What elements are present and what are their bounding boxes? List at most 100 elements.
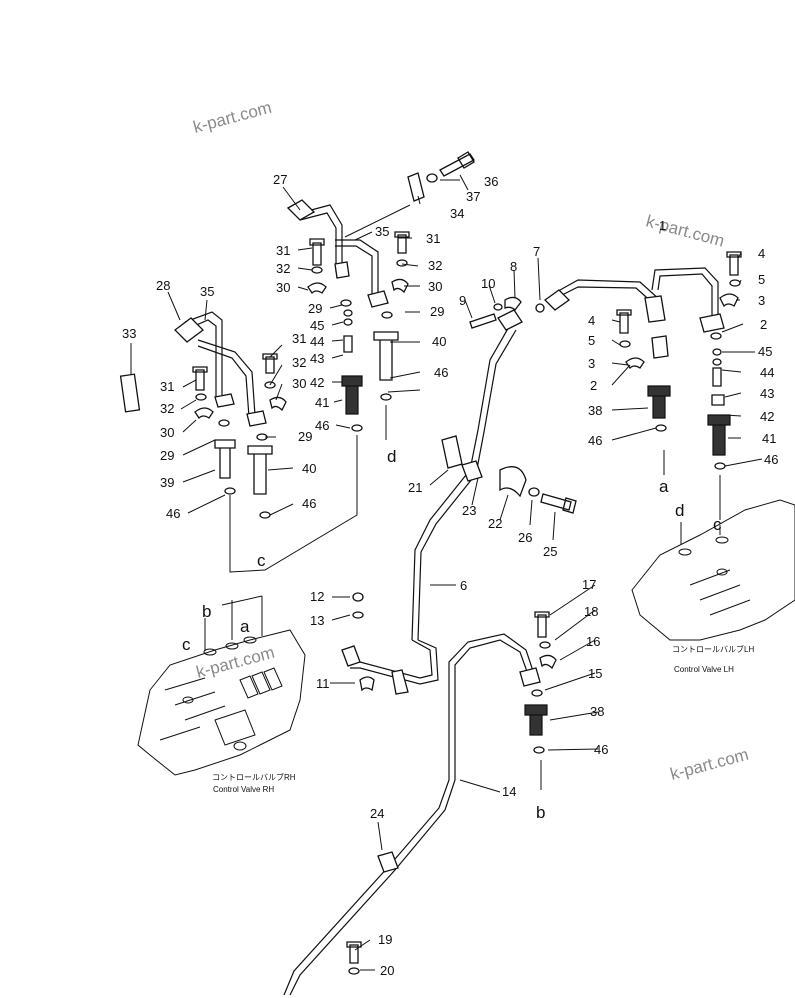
washer-13 (352, 611, 364, 619)
port-letter-a-rh: a (240, 617, 250, 636)
callout-46-f: 46 (764, 452, 778, 467)
valve-rh-caption-jp: コントロールバルブRH (212, 772, 296, 782)
valve-lh-caption-jp: コントロールバルブLH (672, 644, 754, 654)
callout-41-a: 41 (315, 395, 329, 410)
clamp-11 (359, 676, 375, 692)
callout-44-a: 44 (310, 334, 324, 349)
callout-26: 26 (518, 530, 532, 545)
control-valve-lh: コントロールバルブLH Control Valve LH d c a (631, 450, 795, 674)
callout-43-b: 43 (760, 386, 774, 401)
callout-35-left: 35 (200, 284, 214, 299)
callout-8: 8 (510, 259, 517, 274)
callout-19: 19 (378, 932, 392, 947)
port-letter-a-lh: a (659, 477, 669, 496)
callout-23: 23 (462, 503, 476, 518)
callout-43-a: 43 (310, 351, 324, 366)
washer-26 (528, 487, 540, 497)
port-letter-c-lh: c (713, 515, 722, 534)
callout-15: 15 (588, 666, 602, 681)
callout-29-d: 29 (298, 429, 312, 444)
callout-38-b: 38 (588, 403, 602, 418)
callout-30-b: 30 (428, 279, 442, 294)
callout-3-a: 3 (758, 293, 765, 308)
callout-22: 22 (488, 516, 502, 531)
watermark-top-left: k-part.com (191, 98, 273, 137)
callout-20: 20 (380, 963, 394, 978)
callout-42-b: 42 (760, 409, 774, 424)
clamp-34 (407, 172, 425, 202)
callout-29-c: 29 (160, 448, 174, 463)
bolt-36 (439, 151, 475, 177)
callout-31-c: 31 (160, 379, 174, 394)
clip-8 (504, 296, 522, 311)
callout-44-b: 44 (760, 365, 774, 380)
callout-45-b: 45 (758, 344, 772, 359)
clamp-33 (119, 373, 141, 413)
oring-7 (535, 303, 545, 313)
pilot-pipe-28 (174, 311, 267, 427)
callout-9: 9 (459, 293, 466, 308)
washer-37 (426, 173, 438, 183)
callout-36: 36 (484, 174, 498, 189)
hose-14 (283, 633, 541, 996)
valve-rh-caption-en: Control Valve RH (213, 785, 274, 794)
callout-3-b: 3 (588, 356, 595, 371)
callout-6: 6 (460, 578, 467, 593)
callout-17: 17 (582, 577, 596, 592)
port-letter-c-hose: c (257, 551, 266, 570)
callout-29-a: 29 (308, 301, 322, 316)
callout-31-d: 31 (292, 331, 306, 346)
callout-16: 16 (586, 634, 600, 649)
port-letter-b-hose: b (536, 803, 545, 822)
callout-40-b: 40 (302, 461, 316, 476)
callout-2-b: 2 (590, 378, 597, 393)
callout-12: 12 (310, 589, 324, 604)
callout-33: 33 (122, 326, 136, 341)
callout-46-b: 46 (434, 365, 448, 380)
hose-6 (341, 309, 523, 695)
hardware-stack-right (616, 251, 742, 470)
valve-lh-caption-en: Control Valve LH (674, 665, 734, 674)
callout-11: 11 (316, 676, 330, 691)
callout-37: 37 (466, 189, 480, 204)
callout-32-b: 32 (428, 258, 442, 273)
port-letter-d-hose: d (387, 447, 396, 466)
clamp-21 (441, 435, 463, 469)
callout-4-a: 4 (758, 246, 765, 261)
callout-42-a: 42 (310, 375, 324, 390)
callout-39: 39 (160, 475, 174, 490)
bolt-9 (469, 313, 497, 329)
callout-5-b: 5 (588, 333, 595, 348)
callout-27: 27 (273, 172, 287, 187)
callout-32-d: 32 (292, 355, 306, 370)
callout-2-a: 2 (760, 317, 767, 332)
callout-32-c: 32 (160, 401, 174, 416)
callout-21: 21 (408, 480, 422, 495)
callout-46-c: 46 (166, 506, 180, 521)
callout-13: 13 (310, 613, 324, 628)
control-valve-rh: コントロールバルブRH Control Valve RH b a c (137, 595, 306, 794)
callout-1: 1 (659, 218, 666, 233)
watermark-top-right: k-part.com (644, 212, 726, 251)
callout-38-a: 38 (590, 704, 604, 719)
washer-10 (493, 303, 503, 311)
callout-14: 14 (502, 784, 516, 799)
callout-46-g: 46 (588, 433, 602, 448)
callout-30-c: 30 (160, 425, 174, 440)
hardware-stack-lower (346, 611, 557, 975)
callout-30-d: 30 (292, 376, 306, 391)
callout-46-d: 46 (302, 496, 316, 511)
port-letter-c-rh: c (182, 635, 191, 654)
callout-46-a: 46 (315, 418, 329, 433)
callout-10: 10 (481, 276, 495, 291)
callout-28: 28 (156, 278, 170, 293)
callout-31-b: 31 (426, 231, 440, 246)
callout-29-b: 29 (430, 304, 444, 319)
hardware-stack-left (192, 353, 287, 519)
port-letter-b-rh: b (202, 602, 211, 621)
pilot-pipe-27 (286, 199, 389, 308)
callout-35-center: 35 (375, 224, 389, 239)
watermark-bottom-right: k-part.com (668, 745, 750, 784)
callout-40-a: 40 (432, 334, 446, 349)
